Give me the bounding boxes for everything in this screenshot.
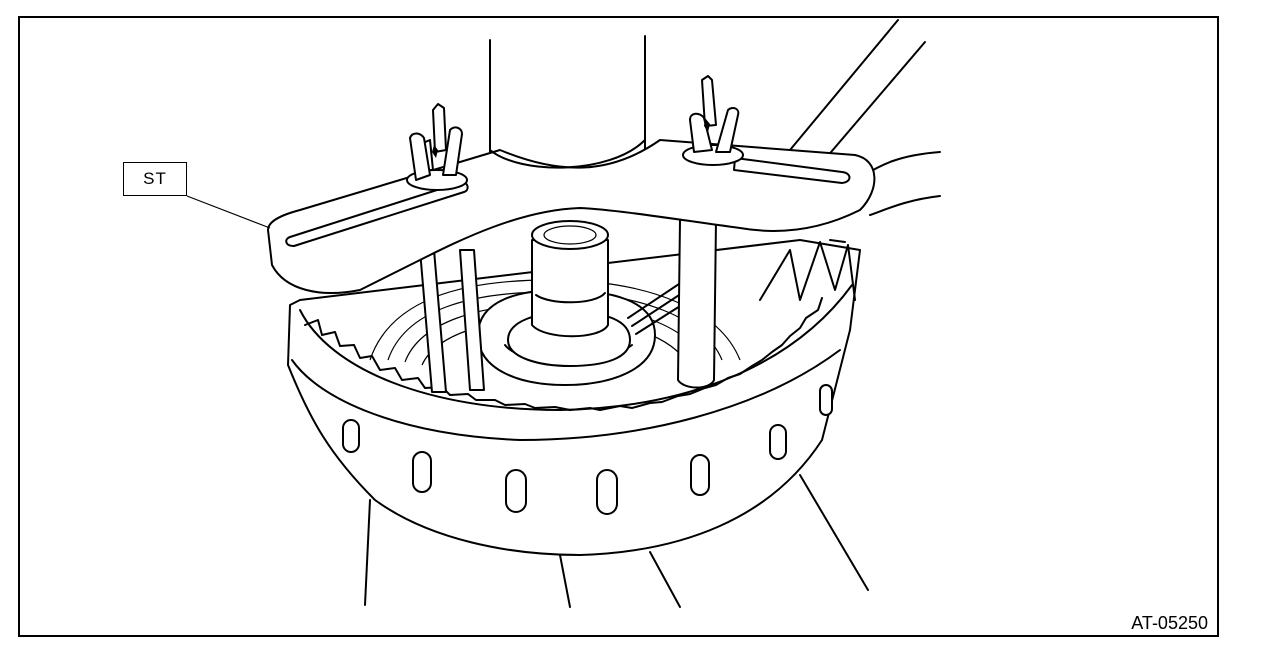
figure-frame: [18, 16, 1219, 637]
wing-nut-left: [406, 103, 468, 191]
figure-code: AT-05250: [1131, 613, 1208, 633]
press-column: [489, 35, 646, 163]
callout-label-text: ST: [143, 169, 167, 188]
drum-holes: [342, 384, 833, 515]
wing-nut-right: [682, 75, 744, 166]
callout-label-st: ST: [123, 162, 187, 196]
tool-rods: [419, 219, 717, 393]
center-hub: [477, 220, 711, 386]
callout-leader-line: [186, 195, 271, 229]
